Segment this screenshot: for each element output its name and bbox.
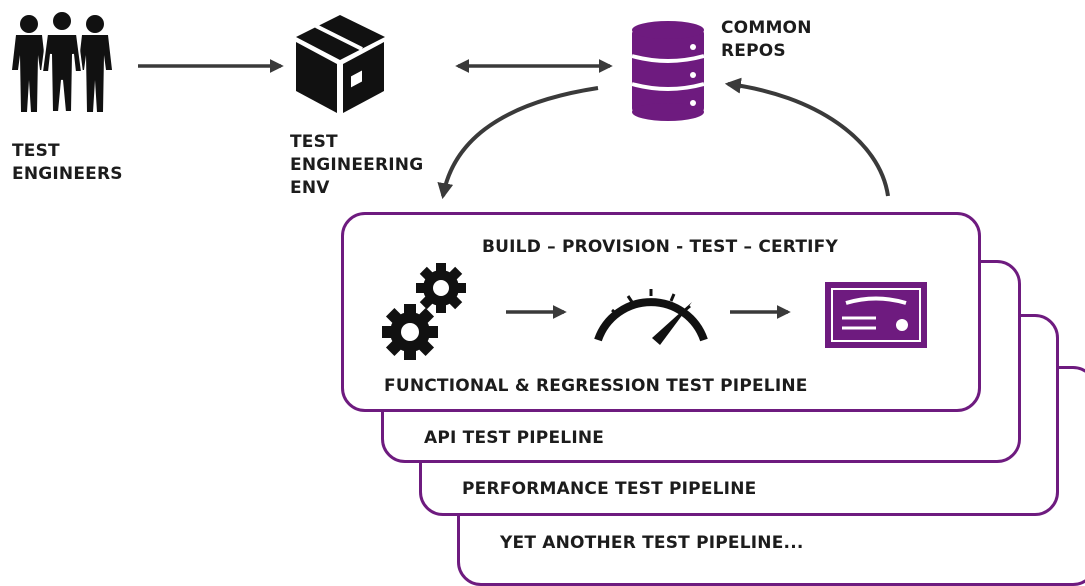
- box-icon: [296, 15, 385, 113]
- pipeline-label-yet-another: YET ANOTHER TEST PIPELINE...: [500, 533, 804, 553]
- people-icon: [12, 10, 112, 113]
- gears-icon: [382, 263, 466, 360]
- test-engineers-label: TEST ENGINEERS: [12, 141, 123, 184]
- diagram-graphics: [12, 10, 927, 360]
- test-env-label: TEST ENGINEERING ENV: [290, 132, 424, 198]
- speedometer-icon: [594, 289, 708, 345]
- pipeline-stages-title: BUILD – PROVISION - TEST – CERTIFY: [482, 237, 838, 257]
- pipeline-label-performance: PERFORMANCE TEST PIPELINE: [462, 479, 757, 499]
- pipeline-label-functional: FUNCTIONAL & REGRESSION TEST PIPELINE: [384, 376, 808, 396]
- database-icon: [631, 21, 705, 121]
- certificate-icon: [825, 282, 927, 348]
- pipeline-label-api: API TEST PIPELINE: [424, 428, 605, 448]
- common-repos-label: COMMON REPOS: [721, 18, 812, 61]
